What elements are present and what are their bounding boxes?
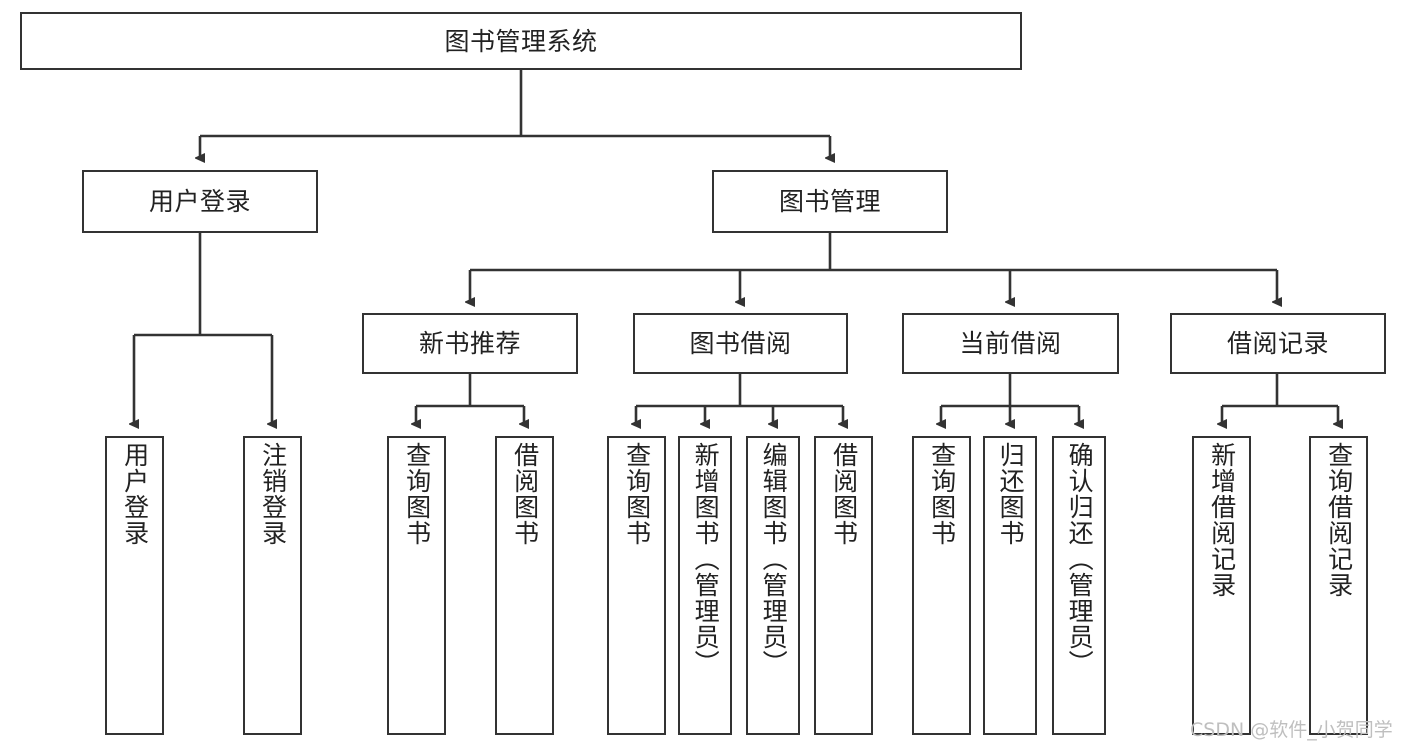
node-root-book-management-system[interactable]: 图书管理系统 [20, 12, 1022, 70]
node-label: 确认归还（管理员） [1065, 442, 1095, 676]
node-label: 借阅图书 [510, 442, 540, 546]
leaf-book-borrow-edit-book-admin[interactable]: 编辑图书（管理员） [746, 436, 800, 735]
node-label: 查询借阅记录 [1324, 442, 1354, 598]
leaf-borrow-record-query-record[interactable]: 查询借阅记录 [1309, 436, 1368, 735]
node-user-login[interactable]: 用户登录 [82, 170, 318, 233]
leaf-current-borrow-confirm-return-admin[interactable]: 确认归还（管理员） [1052, 436, 1106, 735]
node-label: 查询图书 [402, 442, 432, 546]
node-label: 编辑图书（管理员） [759, 442, 789, 676]
leaf-book-borrow-add-book-admin[interactable]: 新增图书（管理员） [678, 436, 732, 735]
csdn-watermark: CSDN @软件_小贺同学 [1190, 719, 1393, 741]
node-book-borrow[interactable]: 图书借阅 [633, 313, 848, 374]
leaf-user-login-logout[interactable]: 注销登录 [243, 436, 302, 735]
leaf-book-borrow-query-book[interactable]: 查询图书 [607, 436, 666, 735]
leaf-new-book-query-book[interactable]: 查询图书 [387, 436, 446, 735]
node-label: 查询图书 [927, 442, 957, 546]
node-label: 借阅图书 [829, 442, 859, 546]
node-label: 新增借阅记录 [1207, 442, 1237, 598]
node-book-management[interactable]: 图书管理 [712, 170, 948, 233]
node-label: 当前借阅 [959, 329, 1062, 358]
leaf-current-borrow-query-book[interactable]: 查询图书 [912, 436, 971, 735]
leaf-book-borrow-borrow-book[interactable]: 借阅图书 [814, 436, 873, 735]
node-current-borrow[interactable]: 当前借阅 [902, 313, 1119, 374]
node-label: 归还图书 [996, 442, 1026, 546]
node-label: 注销登录 [258, 442, 288, 546]
leaf-new-book-borrow-book[interactable]: 借阅图书 [495, 436, 554, 735]
node-label: 图书管理系统 [444, 26, 598, 56]
node-label: 查询图书 [622, 442, 652, 546]
node-label: 图书借阅 [689, 329, 792, 358]
node-label: 用户登录 [148, 187, 251, 216]
leaf-user-login-login[interactable]: 用户登录 [105, 436, 164, 735]
leaf-borrow-record-add-record[interactable]: 新增借阅记录 [1192, 436, 1251, 735]
leaf-current-borrow-return-book[interactable]: 归还图书 [983, 436, 1037, 735]
node-label: 图书管理 [778, 187, 881, 216]
node-new-book-recommend[interactable]: 新书推荐 [362, 313, 578, 374]
node-borrow-record[interactable]: 借阅记录 [1170, 313, 1386, 374]
node-label: 新书推荐 [418, 329, 521, 358]
node-label: 借阅记录 [1226, 329, 1329, 358]
node-label: 新增图书（管理员） [691, 442, 721, 676]
node-label: 用户登录 [120, 442, 150, 546]
